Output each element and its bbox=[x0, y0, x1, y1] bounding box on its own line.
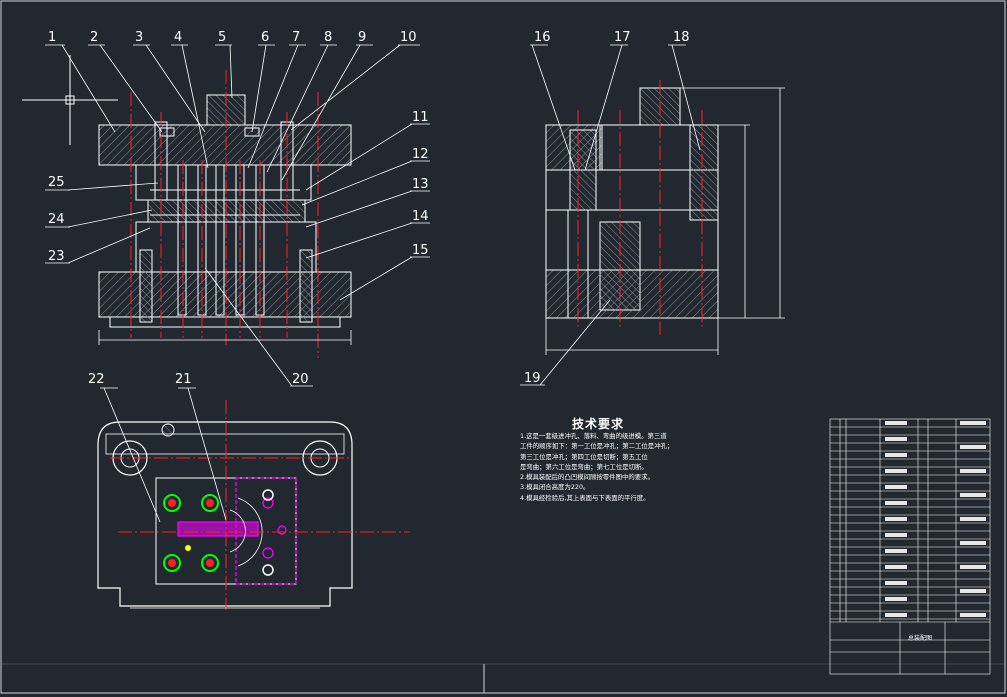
technical-requirements-text: 1.这是一套级进冲孔、落料、弯曲的级进模。第三道 工件的顺序如下：第一工位是冲孔… bbox=[520, 431, 820, 503]
callout-12: 12 bbox=[412, 147, 429, 162]
tr-line: 是弯曲；第六工位是弯曲；第七工位是切断。 bbox=[520, 462, 648, 471]
centerlines-front bbox=[130, 70, 319, 358]
tr-line: 工件的顺序如下：第一工位是冲孔；第二工位是冲孔； bbox=[520, 442, 674, 451]
callout-7: 7 bbox=[292, 30, 300, 45]
strip-layout-highlight bbox=[177, 477, 297, 585]
callout-21: 21 bbox=[175, 372, 192, 387]
callout-10: 10 bbox=[400, 30, 417, 45]
part-callouts: 1 2 3 4 5 6 7 8 9 10 11 12 13 14 15 25 2… bbox=[48, 30, 690, 387]
lower-die-plan-view bbox=[97, 387, 410, 610]
callout-24: 24 bbox=[48, 212, 65, 227]
callout-25: 25 bbox=[48, 175, 65, 190]
callout-19: 19 bbox=[524, 371, 541, 386]
technical-requirements-title: 技术要求 bbox=[572, 417, 625, 431]
ucs-crosshair-icon bbox=[22, 55, 118, 145]
fastener-screws bbox=[163, 489, 274, 576]
callout-1: 1 bbox=[48, 30, 56, 45]
callout-5: 5 bbox=[218, 30, 226, 45]
guide-pillar-left bbox=[139, 249, 153, 323]
side-section-view bbox=[520, 44, 785, 386]
upper-die-plate bbox=[98, 124, 352, 166]
callout-8: 8 bbox=[324, 30, 332, 45]
title-block bbox=[830, 621, 990, 674]
callout-13: 13 bbox=[412, 177, 429, 192]
tr-line: 3.模具闭合高度为220。 bbox=[520, 483, 590, 492]
callout-6: 6 bbox=[261, 30, 269, 45]
callout-11: 11 bbox=[412, 110, 429, 125]
callout-14: 14 bbox=[412, 209, 429, 224]
title-block-title: 总装配图 bbox=[908, 635, 933, 642]
callout-22: 22 bbox=[88, 372, 105, 387]
callout-18: 18 bbox=[673, 30, 690, 45]
leader-lines-front bbox=[45, 44, 430, 387]
callout-4: 4 bbox=[174, 30, 182, 45]
callout-23: 23 bbox=[48, 249, 65, 264]
callout-16: 16 bbox=[534, 30, 551, 45]
callout-15: 15 bbox=[412, 243, 429, 258]
parts-list-table bbox=[829, 418, 991, 675]
tr-line: 2.模具装配后的凸凹模间隙按零件图中的要求。 bbox=[520, 473, 654, 482]
centerlines-side bbox=[577, 80, 703, 335]
tr-line: 第三工位是冲孔；第四工位是切断；第五工位 bbox=[520, 452, 648, 461]
guide-pillar-right bbox=[299, 249, 313, 323]
callout-3: 3 bbox=[135, 30, 143, 45]
callout-2: 2 bbox=[90, 30, 98, 45]
callout-17: 17 bbox=[614, 30, 631, 45]
callout-9: 9 bbox=[358, 30, 366, 45]
tr-line: 4.模具经检验后,其上表面与下表面的平行度。 bbox=[520, 493, 650, 502]
tr-line: 1.这是一套级进冲孔、落料、弯曲的级进模。第三道 bbox=[520, 432, 667, 440]
front-section-view bbox=[22, 55, 352, 358]
callout-20: 20 bbox=[292, 372, 309, 387]
